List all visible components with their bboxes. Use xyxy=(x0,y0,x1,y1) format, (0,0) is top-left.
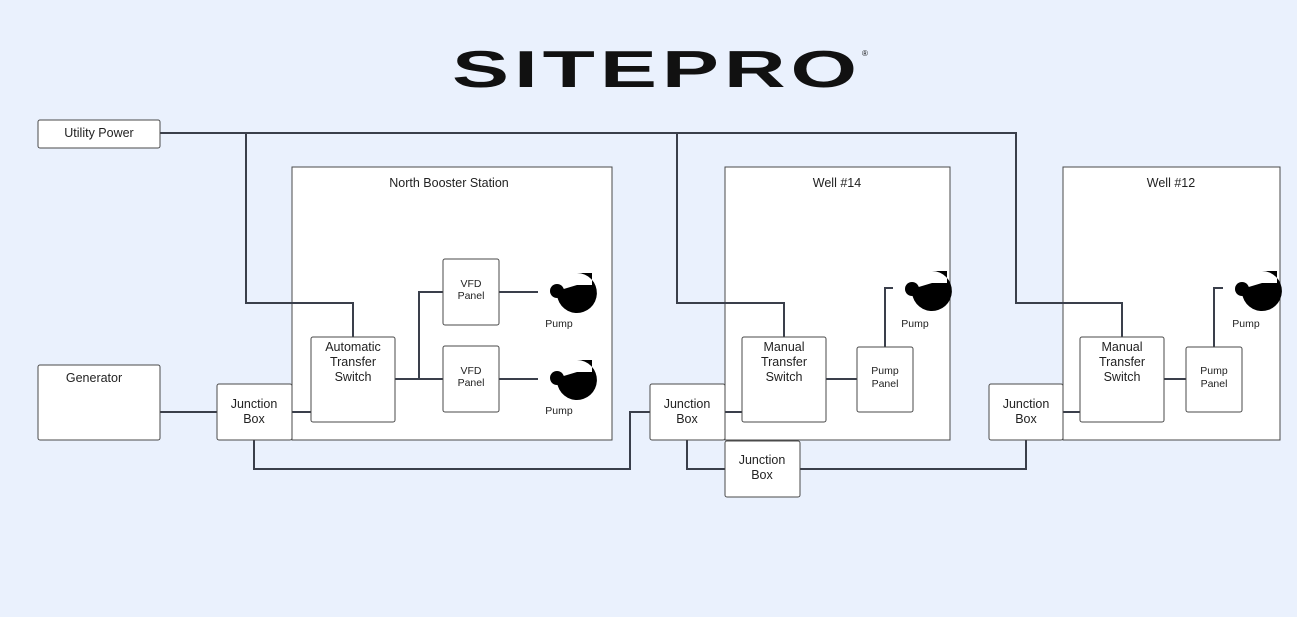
well-14-title: Well #14 xyxy=(813,176,861,190)
pump-panel-well-12 xyxy=(1185,346,1243,413)
utility-to-mts14-wire xyxy=(676,133,785,337)
utility-bus-wire xyxy=(160,132,1123,337)
utility-to-ats-wire xyxy=(245,133,354,337)
logo-registered-mark: ® xyxy=(862,49,868,58)
pump-panel-12-line1: Pump xyxy=(1200,365,1228,377)
junction-box-1-line2: Box xyxy=(243,412,265,426)
jb14-to-jbmid-wire xyxy=(686,440,725,470)
vfd-panel-1-line2: Panel xyxy=(458,290,485,302)
manual-transfer-switch-well-12 xyxy=(1079,336,1165,423)
junction-box-well-14 xyxy=(649,383,726,441)
pump-panel-14-line2: Panel xyxy=(872,378,899,390)
well-12-title: Well #12 xyxy=(1147,176,1195,190)
ats-line2: Transfer xyxy=(330,355,376,369)
panel12-to-pump-wire xyxy=(1213,287,1223,347)
vfd-panel-1 xyxy=(442,258,500,326)
generator-label: Generator xyxy=(66,371,122,385)
manual-transfer-switch-well-14 xyxy=(741,336,827,423)
junction-box-middle-line2: Box xyxy=(751,468,773,482)
north-booster-station-title: North Booster Station xyxy=(389,176,509,190)
junction-box-well-12-line1: Junction xyxy=(1003,397,1050,411)
vfd-panel-1-line1: VFD xyxy=(461,278,482,290)
panel14-to-pump-wire xyxy=(884,287,893,347)
junction-box-middle-line1: Junction xyxy=(739,453,786,467)
pump-panel-14-line1: Pump xyxy=(871,365,899,377)
vfd-panel-2-line1: VFD xyxy=(461,365,482,377)
mts14-line2: Transfer xyxy=(761,355,807,369)
vfd-panel-2-line2: Panel xyxy=(458,377,485,389)
pump-label-well-14: Pump xyxy=(901,318,929,330)
pump-panel-well-14 xyxy=(856,346,914,413)
pump-label-well-12: Pump xyxy=(1232,318,1260,330)
vfd-panel-2 xyxy=(442,345,500,413)
junction-box-middle xyxy=(724,440,801,498)
ats-to-vfd1-wire xyxy=(418,291,443,379)
pump-panel-12-line2: Panel xyxy=(1201,378,1228,390)
mts14-line1: Manual xyxy=(764,340,805,354)
wires xyxy=(160,132,1223,470)
utility-power-node xyxy=(37,119,161,149)
junction-box-1 xyxy=(216,383,293,441)
junction-box-1-line1: Junction xyxy=(231,397,278,411)
automatic-transfer-switch xyxy=(310,336,396,423)
logo-text: SITEPRO xyxy=(452,41,862,99)
sitepro-logo: SITEPRO ® xyxy=(452,41,868,99)
pump-label-booster-2: Pump xyxy=(545,405,573,417)
mts14-line3: Switch xyxy=(766,370,803,384)
junction-box-well-12-line2: Box xyxy=(1015,412,1037,426)
mts12-line3: Switch xyxy=(1104,370,1141,384)
junction-box-well-12 xyxy=(988,383,1064,441)
ats-line3: Switch xyxy=(335,370,372,384)
utility-power-label: Utility Power xyxy=(64,126,133,140)
pump-label-booster-1: Pump xyxy=(545,318,573,330)
jbmid-to-jb12-wire xyxy=(800,440,1027,470)
junction-box-well-14-line2: Box xyxy=(676,412,698,426)
jb-to-jb14-wire xyxy=(253,411,650,470)
mts12-line1: Manual xyxy=(1102,340,1143,354)
generator-node xyxy=(37,364,161,441)
mts12-line2: Transfer xyxy=(1099,355,1145,369)
junction-box-well-14-line1: Junction xyxy=(664,397,711,411)
ats-line1: Automatic xyxy=(325,340,381,354)
